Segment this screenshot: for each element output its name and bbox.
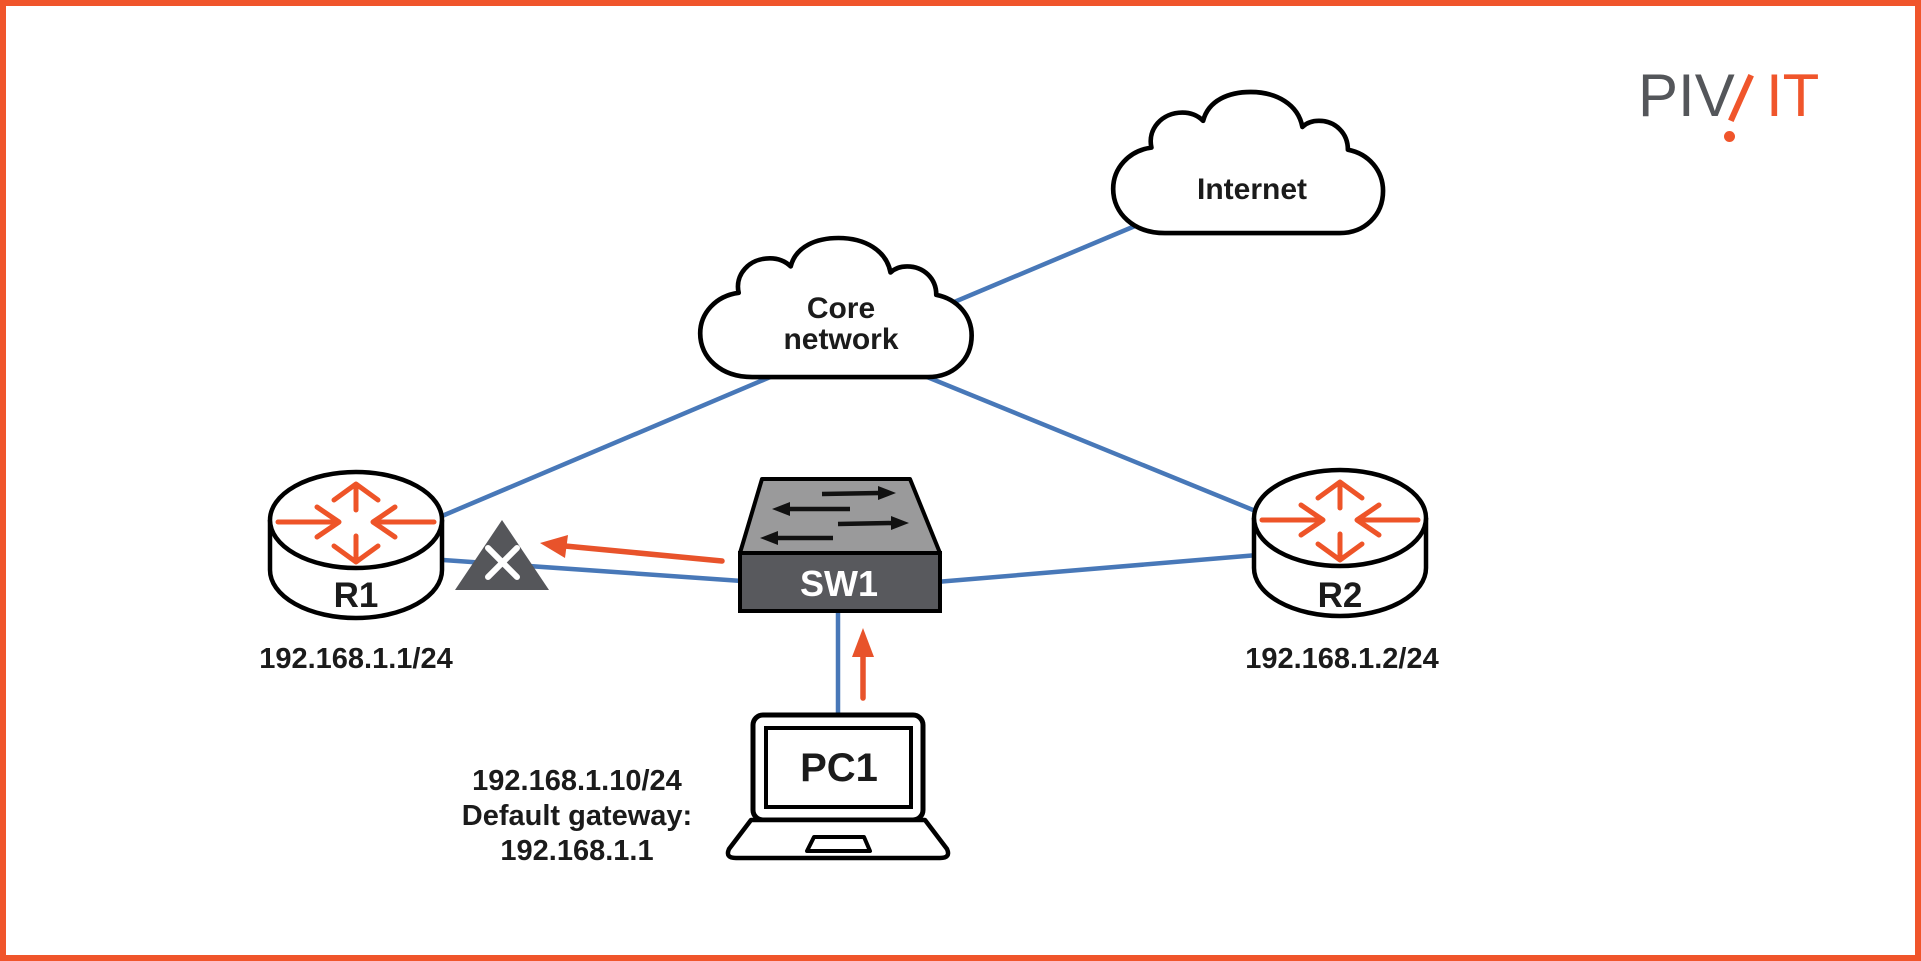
pc1-laptop: PC1 [725, 712, 951, 861]
link-sw1-r2 [933, 552, 1261, 585]
pc1-trackpad [805, 835, 872, 853]
link-lines [439, 223, 1261, 723]
pc1-screen-inner [764, 726, 913, 809]
r1-router: R1 [267, 469, 445, 621]
link-core-r2 [902, 365, 1261, 515]
pivit-logo-text-orange: IT [1766, 62, 1820, 129]
sw1-front-face [738, 551, 942, 613]
pc1-label: PC1 [800, 746, 878, 790]
link-core-internet [937, 223, 1138, 311]
r1-router-top [267, 469, 445, 571]
failure-x-icon [485, 545, 520, 580]
core-network-cloud: Core network [697, 235, 974, 380]
sw1-top-arrows-icon [760, 486, 909, 545]
arrow-pc1-to-sw1 [852, 628, 874, 701]
core-network-cloud-shape [697, 235, 974, 380]
pc1-gateway-value: 192.168.1.1 [500, 835, 653, 867]
r1-ip-label: 192.168.1.1/24 [259, 643, 453, 675]
r2-router-arrows-icon [1259, 479, 1421, 563]
pc1-config-text: 192.168.1.10/24 Default gateway: 192.168… [462, 765, 692, 867]
sw1-label: SW1 [800, 563, 878, 604]
pivit-logo-dot-icon [1724, 131, 1735, 142]
traffic-arrows [540, 535, 874, 701]
r1-router-arrows-icon [275, 481, 437, 565]
internet-label: Internet [1197, 173, 1307, 206]
pivit-logo: PIV IT [1638, 66, 1838, 156]
link-core-r1 [439, 372, 778, 519]
r2-label: R2 [1318, 576, 1363, 615]
core-network-label-line1: Core [807, 292, 875, 325]
internet-cloud-shape [1110, 89, 1386, 236]
pc1-ip-label: 192.168.1.10/24 [472, 765, 682, 797]
r1-label: R1 [334, 576, 379, 615]
pivit-logo-text-gray: PIV [1638, 62, 1735, 129]
pc1-gateway-caption: Default gateway: [462, 800, 692, 832]
r2-ip-label: 192.168.1.2/24 [1245, 643, 1439, 675]
failure-triangle [455, 520, 549, 590]
link-failure-marker [455, 520, 549, 590]
core-network-label-line2: network [783, 323, 898, 356]
sw1-switch: SW1 [738, 477, 942, 613]
r2-router: R2 [1251, 467, 1429, 619]
sw1-top-face [738, 477, 942, 555]
internet-cloud: Internet [1110, 89, 1386, 236]
arrow-sw1-to-r1 [540, 535, 725, 564]
r2-router-top [1251, 467, 1429, 569]
